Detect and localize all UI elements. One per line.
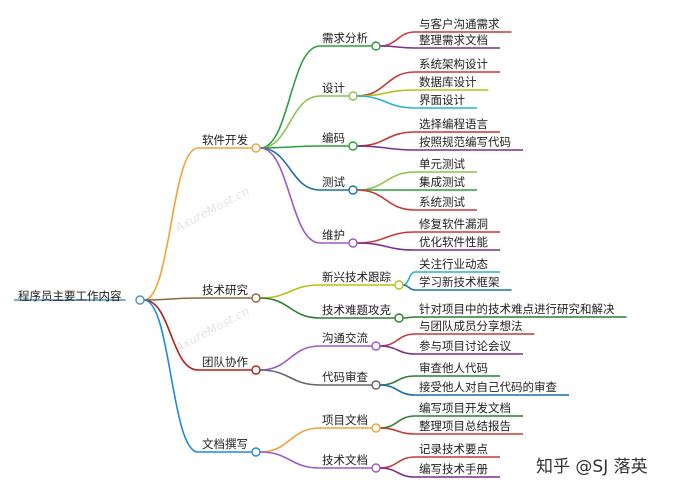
topic-connector [259, 427, 321, 453]
branch-node[interactable]: 技术研究 [202, 283, 248, 297]
leaf-connector [379, 456, 416, 469]
leaf-connector [402, 284, 416, 291]
leaf-connector [379, 427, 416, 435]
leaf-connector [402, 316, 416, 319]
leaf-connector [356, 95, 416, 109]
leaf-node[interactable]: 修复软件漏洞 [419, 217, 488, 231]
collapse-toggle-icon[interactable] [135, 295, 145, 305]
credit-text: 知乎 @SJ 落英 [536, 457, 648, 477]
leaf-node[interactable]: 审查他人代码 [419, 361, 488, 375]
topic-node[interactable]: 新兴技术跟踪 [322, 270, 391, 284]
watermark-layer: AxureMost.cn AxureMost.cn [172, 184, 252, 355]
leaf-node[interactable]: 针对项目中的技术难点进行研究和解决 [419, 302, 615, 316]
watermark: AxureMost.cn [172, 304, 252, 355]
leaf-node[interactable]: 与团队成员分享想法 [419, 319, 523, 333]
leaf-connector [379, 45, 416, 49]
leaf-node[interactable]: 编写项目开发文档 [419, 401, 511, 415]
collapse-toggle-icon[interactable] [371, 423, 381, 433]
leaf-node[interactable]: 与客户沟通需求 [419, 17, 500, 31]
collapse-toggle-icon[interactable] [394, 280, 404, 290]
leaf-node[interactable]: 优化软件性能 [419, 235, 488, 249]
collapse-toggle-icon[interactable] [348, 238, 358, 248]
branch-node[interactable]: 团队协作 [202, 355, 248, 369]
leaf-node[interactable]: 按照规范编写代码 [419, 135, 511, 149]
collapse-toggle-icon[interactable] [348, 141, 358, 151]
branch-connector [143, 299, 199, 453]
topic-node[interactable]: 技术文档 [322, 453, 368, 467]
topic-node[interactable]: 代码审查 [322, 370, 368, 384]
topic-connector [259, 45, 321, 149]
branch-node[interactable]: 软件开发 [202, 133, 248, 147]
branch-connector [143, 147, 199, 301]
topic-node[interactable]: 沟通交流 [322, 331, 368, 345]
collapse-toggle-icon[interactable] [394, 313, 404, 323]
leaf-node[interactable]: 单元测试 [419, 157, 465, 171]
topic-connector [259, 147, 321, 244]
branch-node[interactable]: 文档撰写 [202, 437, 248, 451]
leaf-connector [356, 131, 416, 147]
topic-connector [259, 284, 321, 299]
topic-connector [259, 147, 321, 191]
leaf-connector [402, 271, 416, 286]
collapse-toggle-icon[interactable] [371, 380, 381, 390]
leaf-node[interactable]: 关注行业动态 [419, 257, 488, 271]
leaf-node[interactable]: 数据库设计 [419, 75, 477, 89]
topic-connector [259, 451, 321, 469]
collapse-toggle-icon[interactable] [348, 185, 358, 195]
leaf-connector [379, 375, 416, 386]
leaf-connector [379, 467, 416, 478]
collapse-toggle-icon[interactable] [251, 447, 261, 457]
leaf-connector [379, 384, 416, 396]
collapse-toggle-icon[interactable] [371, 41, 381, 51]
topic-node[interactable]: 需求分析 [322, 31, 368, 45]
topic-connector [259, 297, 321, 319]
leaf-node[interactable]: 整理需求文档 [419, 33, 488, 47]
topic-connector [259, 345, 321, 371]
leaf-connector [356, 145, 416, 151]
leaf-connector [356, 171, 416, 191]
connector-lines [14, 31, 627, 478]
leaf-connector [379, 415, 416, 429]
leaf-connector [356, 242, 416, 251]
leaf-connector [379, 31, 416, 47]
leaf-connector [356, 89, 416, 97]
branch-connector [143, 297, 199, 301]
leaf-node[interactable]: 系统测试 [419, 195, 465, 209]
leaf-connector [356, 231, 416, 244]
topic-node[interactable]: 项目文档 [322, 413, 368, 427]
watermark: AxureMost.cn [172, 184, 252, 235]
topic-connector [259, 95, 321, 149]
topic-node[interactable]: 设计 [322, 81, 345, 95]
leaf-node[interactable]: 编写技术手册 [419, 462, 488, 476]
leaf-node[interactable]: 整理项目总结报告 [419, 419, 511, 433]
leaf-node[interactable]: 接受他人对自己代码的审查 [419, 380, 557, 394]
branch-connector [143, 299, 199, 371]
topic-node[interactable]: 编码 [322, 131, 345, 145]
topic-node[interactable]: 维护 [322, 228, 345, 242]
leaf-connector [379, 333, 416, 347]
collapse-toggle-icon[interactable] [251, 365, 261, 375]
leaf-node[interactable]: 选择编程语言 [419, 117, 488, 131]
topic-connector [259, 369, 321, 386]
topic-node[interactable]: 测试 [322, 175, 345, 189]
leaf-node[interactable]: 学习新技术框架 [419, 275, 500, 289]
topic-connector [259, 145, 321, 149]
leaf-node[interactable]: 记录技术要点 [419, 442, 488, 456]
collapse-toggle-icon[interactable] [251, 143, 261, 153]
leaf-node[interactable]: 界面设计 [419, 93, 465, 107]
leaf-node[interactable]: 参与项目讨论会议 [419, 339, 511, 353]
collapse-toggle-icon[interactable] [251, 293, 261, 303]
collapse-toggle-icon[interactable] [348, 91, 358, 101]
leaf-connector [379, 345, 416, 355]
collapse-toggle-icon[interactable] [371, 341, 381, 351]
collapse-toggle-icon[interactable] [371, 463, 381, 473]
leaf-node[interactable]: 集成测试 [419, 175, 465, 189]
topic-node[interactable]: 技术难题攻克 [322, 303, 391, 317]
leaf-node[interactable]: 系统架构设计 [419, 57, 488, 71]
root-node[interactable]: 程序员主要工作内容 [18, 289, 122, 303]
leaf-connector [356, 189, 416, 211]
